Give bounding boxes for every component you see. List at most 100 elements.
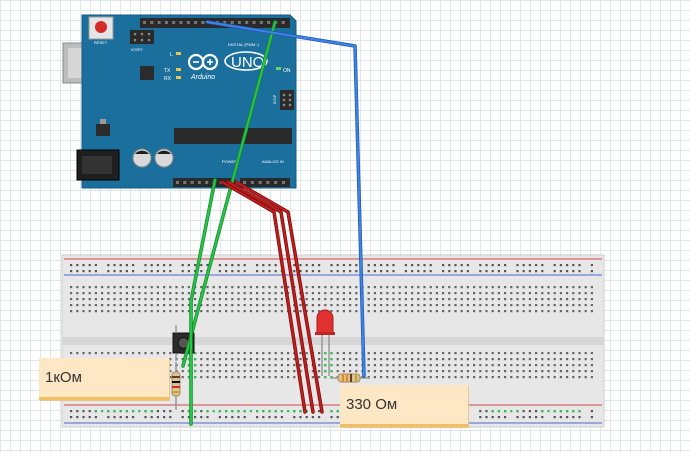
hole	[107, 304, 110, 307]
hole	[82, 298, 85, 301]
hole	[336, 358, 339, 361]
hole	[423, 370, 426, 373]
hole	[212, 310, 215, 313]
hole	[510, 286, 513, 289]
hole	[119, 264, 122, 267]
hole	[88, 270, 91, 273]
hole	[175, 310, 178, 313]
hole	[398, 310, 401, 313]
hole	[259, 21, 263, 24]
hole	[150, 286, 153, 289]
hole	[417, 304, 420, 307]
hole	[76, 410, 79, 413]
hole	[280, 286, 283, 289]
hole	[398, 292, 401, 295]
hole	[423, 364, 426, 367]
hole	[398, 364, 401, 367]
hole	[466, 310, 469, 313]
hole	[169, 298, 172, 301]
hole	[584, 286, 587, 289]
hole	[262, 410, 265, 413]
hole	[516, 370, 519, 373]
hole	[200, 310, 203, 313]
hole	[201, 21, 205, 24]
hole	[535, 410, 538, 413]
hole	[225, 358, 228, 361]
hole	[497, 416, 500, 419]
hole	[212, 364, 215, 367]
hole	[504, 416, 507, 419]
hole	[559, 352, 562, 355]
hole	[181, 286, 184, 289]
hole	[411, 364, 414, 367]
hole	[578, 352, 581, 355]
hole	[311, 292, 314, 295]
hole	[256, 264, 259, 267]
hole	[70, 304, 73, 307]
hole	[206, 358, 209, 361]
hole	[504, 364, 507, 367]
hole	[206, 264, 209, 267]
hole	[274, 376, 277, 379]
hole	[169, 304, 172, 307]
hole	[423, 358, 426, 361]
hole	[256, 292, 259, 295]
hole	[355, 352, 358, 355]
hole	[435, 352, 438, 355]
hole	[324, 352, 327, 355]
hole	[324, 358, 327, 361]
hole	[243, 304, 246, 307]
hole	[572, 410, 575, 413]
hole	[442, 370, 445, 373]
hole	[510, 358, 513, 361]
hole	[547, 410, 550, 413]
hole	[187, 286, 190, 289]
hole	[547, 376, 550, 379]
hole	[460, 358, 463, 361]
hole	[324, 286, 327, 289]
hole	[398, 286, 401, 289]
hole	[398, 298, 401, 301]
hole	[243, 310, 246, 313]
hole	[473, 286, 476, 289]
hole	[386, 292, 389, 295]
hole	[330, 370, 333, 373]
hole	[243, 376, 246, 379]
hole	[249, 358, 252, 361]
hole	[423, 292, 426, 295]
hole	[169, 364, 172, 367]
hole	[330, 416, 333, 419]
hole	[448, 292, 451, 295]
hole	[324, 376, 327, 379]
hole	[94, 410, 97, 413]
tx-led	[176, 68, 181, 71]
hole	[528, 304, 531, 307]
hole	[578, 286, 581, 289]
hole	[268, 310, 271, 313]
hole	[404, 298, 407, 301]
hole	[572, 264, 575, 267]
hole	[194, 376, 197, 379]
hole	[342, 352, 345, 355]
hole	[107, 286, 110, 289]
icsp2-label: ICSP2	[131, 47, 143, 52]
hole	[225, 416, 228, 419]
hole	[94, 416, 97, 419]
hole	[541, 376, 544, 379]
hole	[258, 181, 262, 184]
hole	[218, 270, 221, 273]
hole	[225, 352, 228, 355]
hole	[287, 370, 290, 373]
hole	[330, 286, 333, 289]
hole	[176, 181, 179, 184]
hole	[429, 370, 432, 373]
hole	[504, 264, 507, 267]
rx-label: RX	[164, 76, 172, 82]
hole	[479, 410, 482, 413]
hole	[535, 292, 538, 295]
hole	[76, 310, 79, 313]
hole	[194, 358, 197, 361]
hole	[94, 298, 97, 301]
hole	[318, 270, 321, 273]
hole	[590, 270, 593, 273]
